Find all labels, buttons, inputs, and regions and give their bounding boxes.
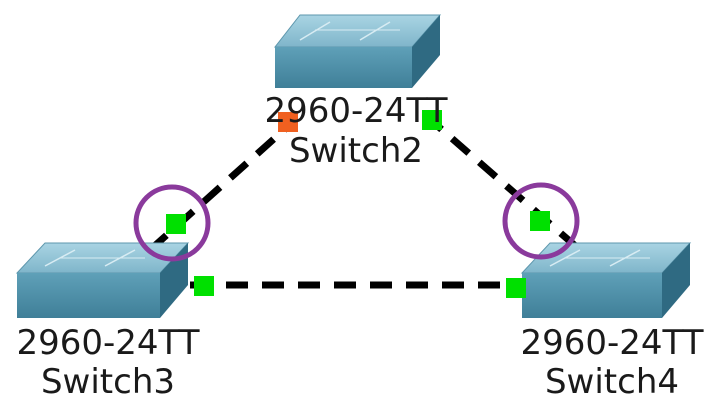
switch2-name-label: Switch2 xyxy=(289,131,423,171)
switch3-name-label: Switch3 xyxy=(41,362,175,399)
switch2-model-label: 2960-24TT xyxy=(265,91,448,131)
port-status-icon xyxy=(422,110,442,130)
switch3-model-label: 2960-24TT xyxy=(17,323,200,363)
link-switch2-switch4[interactable] xyxy=(422,112,583,253)
port-status-icon xyxy=(166,214,186,234)
switch-icon xyxy=(15,242,190,318)
port-status-icon xyxy=(530,211,550,231)
link-switch3-switch2[interactable] xyxy=(147,117,298,253)
highlight-circle-switch3-port xyxy=(133,184,211,262)
port-status-icon xyxy=(194,276,214,296)
switch-icon xyxy=(273,14,442,88)
highlight-circle-switch4-port xyxy=(502,182,580,260)
port-status-icon xyxy=(278,112,298,132)
switch2-device[interactable] xyxy=(273,14,442,88)
switch4-model-label: 2960-24TT xyxy=(521,323,704,363)
port-status-icon xyxy=(506,278,526,298)
switch3-device[interactable] xyxy=(15,242,190,318)
switch4-name-label: Switch4 xyxy=(545,362,679,399)
